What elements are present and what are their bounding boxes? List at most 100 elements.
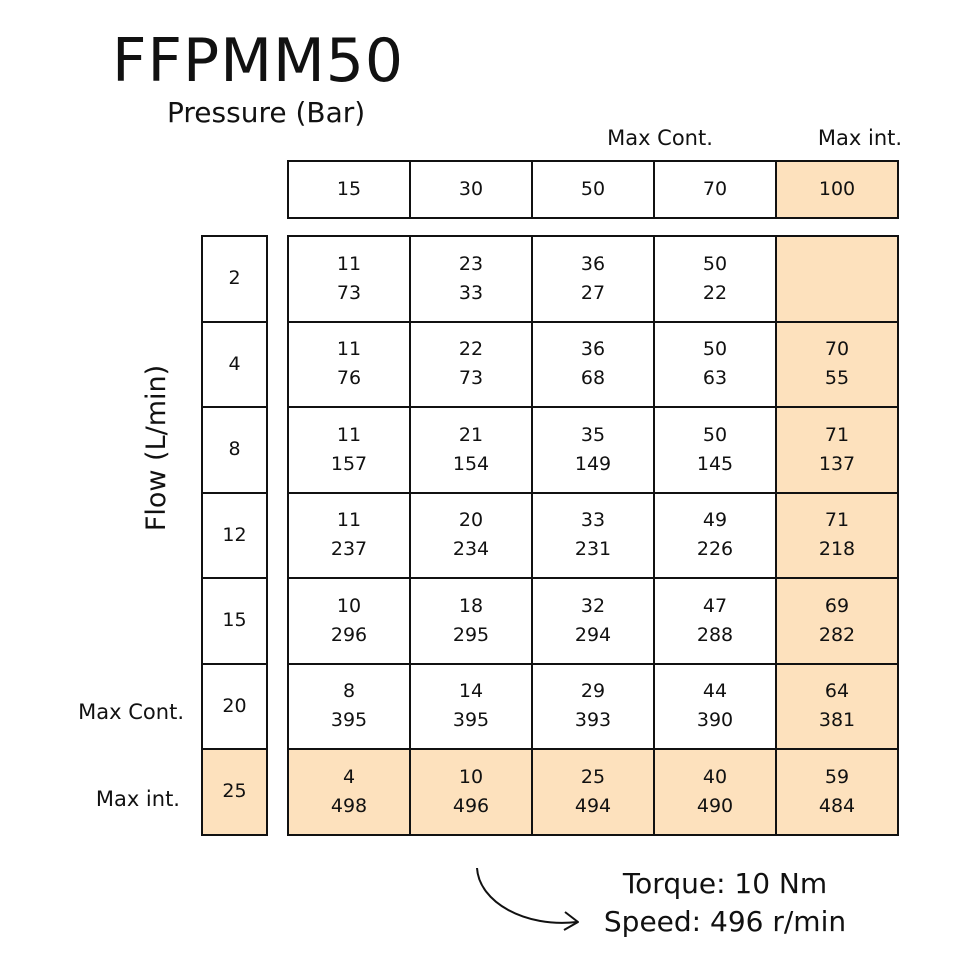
row-note-max-int: Max int. <box>95 787 180 811</box>
curved-arrow-icon <box>476 867 579 931</box>
cell-speed: 295 <box>452 623 490 646</box>
cell-speed: 149 <box>574 452 612 475</box>
cell-torque: 25 <box>580 765 606 788</box>
cell-torque: 33 <box>580 509 606 532</box>
flow-header-cell: 12 <box>201 491 268 579</box>
pressure-axis-label: Pressure (Bar) <box>167 96 366 129</box>
cell-speed: 496 <box>452 794 490 817</box>
cell-speed: 27 <box>580 281 606 304</box>
pressure-header-cell: 30 <box>409 160 533 219</box>
result-torque: Torque: 10 Nm <box>622 867 828 900</box>
cell-speed: 484 <box>818 794 856 817</box>
cell-torque: 50 <box>702 338 728 361</box>
cell-torque: 18 <box>458 594 484 617</box>
cell-torque: 69 <box>824 594 850 617</box>
cell-torque: 14 <box>458 680 484 703</box>
cell-speed: 296 <box>330 623 368 646</box>
cell-speed: 395 <box>330 709 368 732</box>
cell-torque: 40 <box>702 765 728 788</box>
cell-torque: 11 <box>336 509 362 532</box>
cell-torque: 4 <box>342 765 356 788</box>
pressure-header-cell: 50 <box>531 160 655 219</box>
pressure-header-cell: 15 <box>287 160 411 219</box>
result-speed: Speed: 496 r/min <box>603 905 847 938</box>
cell-speed: 390 <box>696 709 734 732</box>
cell-speed: 288 <box>696 623 734 646</box>
cell-torque: 50 <box>702 423 728 446</box>
cell-speed: 154 <box>452 452 490 475</box>
cell-torque: 11 <box>336 338 362 361</box>
cell-torque: 10 <box>336 594 362 617</box>
cell-torque: 64 <box>824 680 850 703</box>
cell-speed: 63 <box>702 367 728 390</box>
cell-torque: 70 <box>824 338 850 361</box>
cell-speed: 395 <box>452 709 490 732</box>
cell-torque: 36 <box>580 252 606 275</box>
cell-torque: 10 <box>458 765 484 788</box>
cell-speed: 145 <box>696 452 734 475</box>
cell-speed: 234 <box>452 538 490 561</box>
cell-torque: 20 <box>458 509 484 532</box>
pressure-header-table: 15 30 50 70 100 <box>287 160 899 219</box>
cell-torque: 36 <box>580 338 606 361</box>
cell-speed: 226 <box>696 538 734 561</box>
cell-torque: 49 <box>702 509 728 532</box>
cell-torque: 21 <box>458 423 484 446</box>
cell-speed: 22 <box>702 281 728 304</box>
column-note-max-cont: Max Cont. <box>607 126 713 150</box>
cell-torque: 11 <box>336 423 362 446</box>
flow-header-cell: 20 <box>201 662 268 750</box>
flow-header-cell: 4 <box>201 320 268 408</box>
cell-speed: 76 <box>336 367 362 390</box>
cell-torque: 47 <box>702 594 728 617</box>
cell-speed: 218 <box>818 538 856 561</box>
page-title: FFPMM50 <box>112 26 405 96</box>
column-note-max-int: Max int. <box>817 126 903 150</box>
cell-torque: 8 <box>342 680 356 703</box>
cell-speed: 393 <box>574 709 612 732</box>
flow-header-cell: 2 <box>201 235 268 323</box>
pressure-header-cell: 70 <box>653 160 777 219</box>
cell-speed: 231 <box>574 538 612 561</box>
cell-speed: 490 <box>696 794 734 817</box>
row-note-max-cont: Max Cont. <box>78 700 184 724</box>
cell-speed: 73 <box>458 367 484 390</box>
cell-speed: 157 <box>330 452 368 475</box>
cell-torque: 29 <box>580 680 606 703</box>
pressure-header-row: 15 30 50 70 100 <box>287 160 899 219</box>
flow-header-cell: 8 <box>201 406 268 494</box>
cell-speed: 494 <box>574 794 612 817</box>
